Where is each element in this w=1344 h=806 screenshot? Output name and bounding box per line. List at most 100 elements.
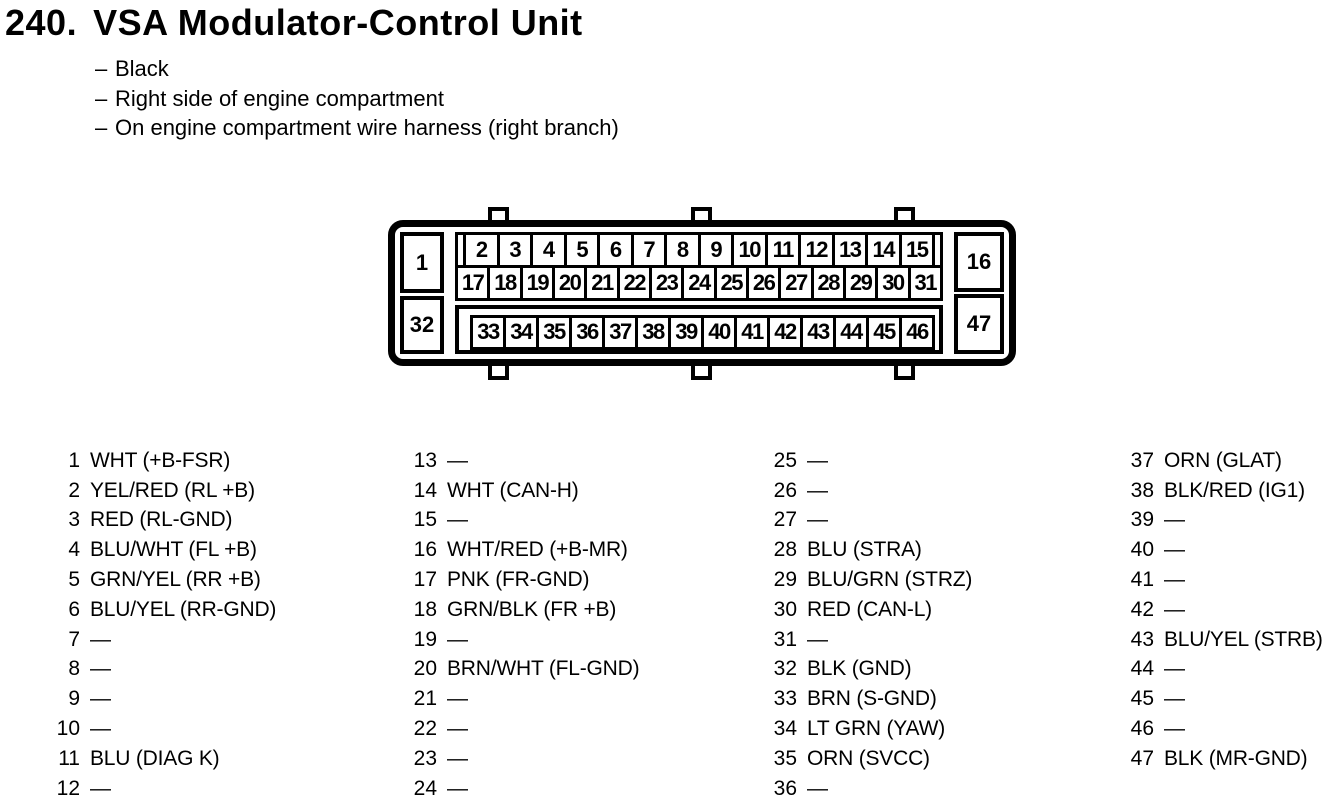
pin-wire-label: —	[447, 776, 468, 800]
pin-row: 22 —	[395, 714, 747, 744]
pin-row: 26 —	[755, 476, 1107, 506]
connector-pin-cell: 8	[664, 232, 701, 268]
pin-wire-label: —	[90, 687, 111, 711]
pin-wire-label: —	[1164, 568, 1185, 592]
pin-number: 2	[68, 478, 80, 502]
pin-wire-label: LT GRN (YAW)	[807, 717, 945, 741]
pin-wire-label: —	[1164, 508, 1185, 532]
connector-pin-cell: 37	[602, 314, 638, 350]
connector-tab-bottom-center	[691, 366, 712, 380]
connector-pin-cell: 40	[701, 314, 737, 350]
connector-pin-cell: 7	[630, 232, 667, 268]
connector-pin-cell: 15	[898, 232, 935, 268]
connector-pin-cell: 45	[866, 314, 902, 350]
pin-number: 46	[1130, 717, 1154, 741]
pin-number: 3	[68, 508, 80, 532]
pin-number: 13	[413, 448, 437, 472]
connector-blank-cell	[932, 232, 943, 268]
pin-number: 16	[413, 538, 437, 562]
pin-wire-label: RED (RL-GND)	[90, 508, 233, 532]
pin-number: 35	[773, 746, 797, 770]
pin-row: 5 GRN/YEL (RR +B)	[38, 565, 390, 595]
pin-row: 16 WHT/RED (+B-MR)	[395, 535, 747, 565]
pin-row: 9 —	[38, 684, 390, 714]
pin-number: 27	[773, 508, 797, 532]
pin-number: 41	[1130, 568, 1154, 592]
pin-row: 34 LT GRN (YAW)	[755, 714, 1107, 744]
connector-pin-cell: 18	[487, 265, 523, 301]
pin-row: 17 PNK (FR-GND)	[395, 565, 747, 595]
note-line: – Right side of engine compartment	[95, 84, 619, 114]
pin-wire-label: —	[447, 717, 468, 741]
pin-row: 1 WHT (+B-FSR)	[38, 446, 390, 476]
pin-wire-label: —	[90, 776, 111, 800]
pin-row: 40 —	[1112, 535, 1344, 565]
pin-number: 33	[773, 687, 797, 711]
pin-wire-label: —	[447, 746, 468, 770]
pin-number: 37	[1130, 448, 1154, 472]
connector-row-bottom-cells: 33 34 35 36 37 38 39	[470, 314, 935, 350]
connector-pin-cell: 3	[496, 232, 533, 268]
pin-cell-47: 47	[954, 294, 1004, 354]
connector-row-middle: 17 18 19 20 21 22 23 24	[455, 265, 943, 301]
pin-number: 39	[1130, 508, 1154, 532]
pin-number: 26	[773, 478, 797, 502]
pin-wire-label: —	[90, 657, 111, 681]
pin-row: 11 BLU (DIAG K)	[38, 744, 390, 774]
connector-pin-cell: 17	[455, 265, 491, 301]
pin-wire-label: BLK (GND)	[807, 657, 912, 681]
pin-wire-label: YEL/RED (RL +B)	[90, 478, 255, 502]
connector-pin-cell: 9	[697, 232, 734, 268]
pin-row: 18 GRN/BLK (FR +B)	[395, 595, 747, 625]
connector-pin-cell: 19	[519, 265, 555, 301]
pin-row: 41 —	[1112, 565, 1344, 595]
pin-row: 37 ORN (GLAT)	[1112, 446, 1344, 476]
pin-row: 24 —	[395, 774, 747, 804]
connector-row-bottom-band: 33 34 35 36 37 38 39	[455, 304, 943, 354]
connector-pin-cell: 23	[648, 265, 685, 301]
pin-number: 10	[56, 717, 80, 741]
connector-pin-cell: 5	[563, 232, 600, 268]
pin-row: 2 YEL/RED (RL +B)	[38, 476, 390, 506]
pin-wire-label: —	[90, 627, 111, 651]
pin-number: 40	[1130, 538, 1154, 562]
pin-number: 15	[413, 508, 437, 532]
pin-row: 27 —	[755, 506, 1107, 536]
pin-wire-label: BLU/YEL (RR-GND)	[90, 597, 277, 621]
connector-tab-top-right	[894, 207, 915, 221]
note-dash: –	[95, 85, 108, 111]
pin-row: 45 —	[1112, 684, 1344, 714]
pin-wire-label: WHT (+B-FSR)	[90, 448, 231, 472]
pin-number: 43	[1130, 627, 1154, 651]
pin-number: 28	[773, 538, 797, 562]
pin-number: 7	[68, 627, 80, 651]
pin-wire-label: BRN/WHT (FL-GND)	[447, 657, 640, 681]
pin-row: 36 —	[755, 774, 1107, 804]
pin-row: 14 WHT (CAN-H)	[395, 476, 747, 506]
connector-pin-cell: 14	[865, 232, 902, 268]
pin-number: 45	[1130, 687, 1154, 711]
connector-left-column: 1 32	[400, 232, 444, 354]
section-title: VSA Modulator-Control Unit	[93, 2, 583, 43]
connector-pin-cell: 11	[764, 232, 801, 268]
pin-row: 25 —	[755, 446, 1107, 476]
pin-list-column-1: 1 WHT (+B-FSR) 2 YEL/RED (RL +B) 3 RED (…	[38, 446, 390, 804]
pin-wire-label: BLU/YEL (STRB)	[1164, 627, 1323, 651]
pin-number: 12	[56, 776, 80, 800]
pin-row: 46 —	[1112, 714, 1344, 744]
pin-row: 43 BLU/YEL (STRB)	[1112, 625, 1344, 655]
pin-number: 9	[68, 687, 80, 711]
pin-row: 30 RED (CAN-L)	[755, 595, 1107, 625]
connector-pin-cell: 6	[597, 232, 634, 268]
pin-number: 19	[413, 627, 437, 651]
connector-row-top-cells: 2 3 4 5 6 7 8	[463, 232, 935, 268]
connector-pin-cell: 29	[842, 265, 879, 301]
pin-number: 34	[773, 717, 797, 741]
connector-pin-cell: 31	[907, 265, 943, 301]
pin-wire-label: GRN/BLK (FR +B)	[447, 597, 617, 621]
pin-number: 47	[1130, 746, 1154, 770]
pin-row: 7 —	[38, 625, 390, 655]
pin-number: 31	[773, 627, 797, 651]
connector-tab-top-left	[488, 207, 509, 221]
